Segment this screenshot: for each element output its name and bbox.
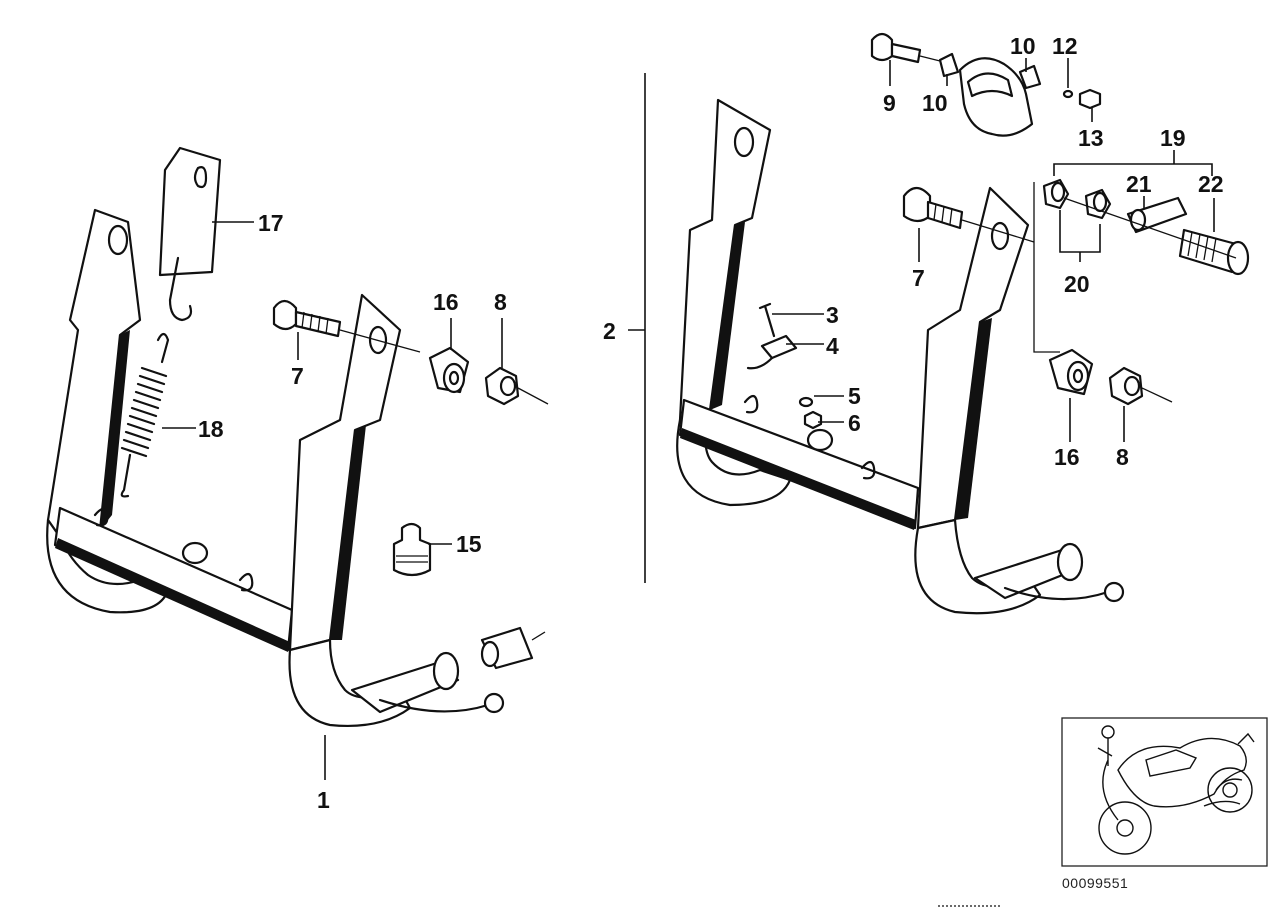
document-number: 00099551: [1062, 875, 1128, 891]
callout-21: 21: [1126, 171, 1152, 197]
leader-lines: [162, 58, 1215, 780]
bushing-16-left[interactable]: [428, 346, 470, 394]
callout-5: 5: [848, 383, 861, 409]
callout-17: 17: [258, 210, 284, 236]
callout-1: 1: [317, 787, 330, 813]
callout-10-bottom: 10: [922, 90, 948, 116]
callout-4: 4: [826, 333, 839, 359]
cap-15[interactable]: [392, 522, 432, 577]
bolt-9[interactable]: [870, 32, 945, 64]
center-stand-right[interactable]: [676, 98, 1125, 615]
motorcycle-icon: [1097, 725, 1255, 855]
bracket-4[interactable]: [746, 334, 798, 370]
washer-12[interactable]: [1062, 89, 1074, 99]
bolt-7-right[interactable]: [902, 186, 1035, 243]
callout-16-left: 16: [433, 289, 459, 315]
callout-2: 2: [603, 318, 616, 344]
callout-12: 12: [1052, 33, 1078, 59]
screw-3[interactable]: [758, 302, 776, 338]
bolt-22[interactable]: [1178, 228, 1250, 276]
callout-18: 18: [198, 416, 224, 442]
callout-13: 13: [1078, 125, 1104, 151]
callout-8-right: 8: [1116, 444, 1129, 470]
center-stand-left[interactable]: [46, 208, 546, 728]
nut-8-left[interactable]: [484, 366, 549, 406]
clamp-10[interactable]: [938, 52, 1042, 137]
axis-line-kit: [1063, 197, 1237, 259]
callout-22: 22: [1198, 171, 1224, 197]
callout-15: 15: [456, 531, 482, 557]
nut-8-right[interactable]: [1108, 366, 1173, 406]
callout-10-top: 10: [1010, 33, 1036, 59]
bolt-7-left[interactable]: [272, 299, 421, 353]
bushing-16-right[interactable]: [1048, 348, 1094, 396]
callout-8-left: 8: [494, 289, 507, 315]
callout-16-right: 16: [1054, 444, 1080, 470]
callout-7-right: 7: [912, 265, 925, 291]
callouts: 1 2 3 4 5 6 7 7 8 8 9 10 10 12 13 15 16 …: [198, 33, 1224, 813]
callout-7-left: 7: [291, 363, 304, 389]
callout-19: 19: [1160, 125, 1186, 151]
bracket-19: [1053, 150, 1213, 176]
callout-9: 9: [883, 90, 896, 116]
vehicle-thumbnail[interactable]: [1061, 717, 1268, 867]
spring-18[interactable]: [120, 332, 170, 498]
washer-5[interactable]: [798, 396, 814, 408]
callout-6: 6: [848, 410, 861, 436]
bracket-17[interactable]: [158, 146, 222, 322]
bushing-20[interactable]: [1042, 178, 1112, 220]
callout-20: 20: [1064, 271, 1090, 297]
axis-line-right: [1033, 182, 1060, 353]
nut-13[interactable]: [1078, 88, 1102, 110]
plate-21[interactable]: [1126, 196, 1188, 234]
callout-3: 3: [826, 302, 839, 328]
nut-6[interactable]: [803, 410, 823, 430]
